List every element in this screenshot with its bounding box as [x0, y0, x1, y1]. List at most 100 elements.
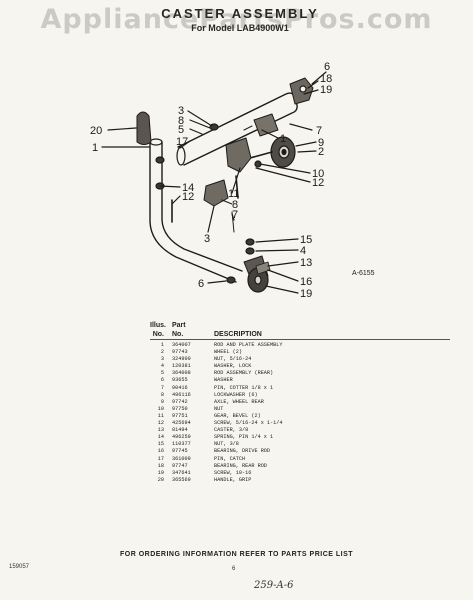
- illus-number: 15: [157, 441, 164, 448]
- illus-number: 13: [157, 427, 164, 434]
- part-description: SCREW, 10-16: [214, 469, 252, 476]
- part-description: NUT, 3/8: [214, 441, 239, 448]
- illus-number: 5: [160, 370, 164, 377]
- part-description: SPRING, PIN 1/4 x 1: [214, 434, 274, 441]
- part-description: GEAR, BEVEL (2): [214, 412, 261, 419]
- callout-19: 19: [300, 288, 312, 300]
- callout-3: 3: [204, 233, 210, 245]
- part-description: PIN, COTTER 1/8 x 1: [214, 384, 274, 391]
- table-row: 20 365569 HANDLE, GRIP: [150, 477, 450, 484]
- callout-20: 20: [90, 125, 102, 137]
- part-description: WASHER, LOCK: [214, 363, 252, 370]
- header-no: No.: [152, 331, 164, 338]
- illus-number: 6: [160, 377, 164, 384]
- callout-12: 12: [312, 177, 324, 189]
- part-number: 93655: [172, 377, 188, 384]
- bevel-gear-housing: [225, 137, 252, 173]
- part-number: 110377: [172, 441, 191, 448]
- parts-list-header-top: Illus. Part: [150, 321, 450, 330]
- part-description: BEARING, DRIVE ROD: [214, 448, 271, 455]
- part-description: HANDLE, GRIP: [214, 476, 252, 483]
- figure-code: A-6155: [352, 270, 375, 277]
- callout-17: 17: [176, 136, 188, 148]
- page-title: CASTER ASSEMBLY: [161, 6, 319, 21]
- part-number: 361009: [172, 455, 191, 462]
- site-watermark: AppliancePartsPros.com: [40, 4, 433, 35]
- part-number: 425694: [172, 420, 191, 427]
- illus-number: 10: [157, 405, 164, 412]
- header-part: Part: [172, 322, 186, 329]
- callout-11: 11: [228, 188, 239, 200]
- page-number: 6: [232, 566, 236, 572]
- callout-18: 18: [320, 73, 332, 85]
- illus-number: 1: [160, 342, 164, 348]
- parts-list-header-bottom: No. No. DESCRIPTION: [150, 330, 450, 340]
- illus-number: 12: [157, 420, 164, 427]
- illus-number: 8: [160, 391, 164, 398]
- callout-9: 9: [318, 137, 324, 149]
- callout-3: 3: [178, 105, 184, 117]
- part-description: LOCKWASHER (6): [214, 391, 258, 398]
- part-description: WASHER: [214, 377, 233, 384]
- table-row: 12 425694 SCREW, 5/16-24 x 1-1/4: [150, 420, 450, 427]
- illus-number: 4: [160, 363, 164, 370]
- part-number: 97745: [172, 448, 188, 455]
- part-number: 364007: [172, 342, 191, 348]
- callout-8: 8: [178, 115, 184, 127]
- part-description: ROD ASSEMBLY (REAR): [214, 370, 274, 377]
- callout-5: 5: [178, 124, 184, 136]
- ordering-note: FOR ORDERING INFORMATION REFER TO PARTS …: [119, 551, 354, 558]
- table-row: 8 496116 LOCKWASHER (6): [150, 392, 450, 399]
- table-row: 4 120381 WASHER, LOCK: [150, 363, 450, 370]
- front-caster: [243, 255, 269, 293]
- table-row: 16 97745 BEARING, DRIVE ROD: [150, 448, 450, 455]
- part-description: SCREW, 5/16-24 x 1-1/4: [214, 420, 283, 427]
- illus-number: 19: [157, 469, 164, 476]
- callout-2: 2: [318, 146, 324, 158]
- callout-15: 15: [300, 234, 312, 246]
- callout-8: 8: [232, 199, 238, 211]
- illus-number: 7: [160, 384, 164, 391]
- callout-1: 1: [280, 133, 286, 145]
- part-number: 496116: [172, 391, 191, 398]
- illus-number: 20: [157, 476, 164, 483]
- callout-7: 7: [232, 209, 238, 221]
- part-description: NUT: [214, 405, 224, 412]
- header-description: DESCRIPTION: [214, 331, 262, 338]
- callout-13: 13: [300, 257, 312, 269]
- callout-7: 7: [316, 125, 322, 137]
- part-number: 120381: [172, 363, 191, 370]
- handle-grip: [136, 111, 152, 145]
- part-number: 97742: [172, 398, 188, 405]
- table-row: 6 93655 WASHER: [150, 377, 450, 384]
- part-description: NUT, 5/16-24: [214, 356, 252, 363]
- callout-19: 19: [320, 84, 332, 96]
- part-description: AXLE, WHEEL REAR: [214, 398, 264, 405]
- illus-number: 16: [157, 448, 164, 455]
- part-number: 97747: [172, 462, 188, 469]
- table-row: 13 81494 CASTER, 3/8: [150, 427, 450, 434]
- illus-number: 18: [157, 462, 164, 469]
- exploded-view-diagram: 6 18 19 3 8 5 17 20 1 7 1 9 2 10 12 11 1…: [90, 61, 375, 300]
- handwritten-note: 259-A-6: [254, 580, 294, 591]
- part-number: 97750: [172, 405, 188, 412]
- callout-14: 14: [182, 182, 194, 194]
- illus-number: 14: [157, 434, 164, 441]
- part-number: 81494: [172, 427, 188, 434]
- part-description: CASTER, 3/8: [214, 427, 249, 434]
- table-row: 10 97750 NUT: [150, 406, 450, 413]
- part-number: 365569: [172, 476, 191, 483]
- part-number: 97751: [172, 412, 188, 419]
- header-illus: Illus.: [150, 322, 166, 329]
